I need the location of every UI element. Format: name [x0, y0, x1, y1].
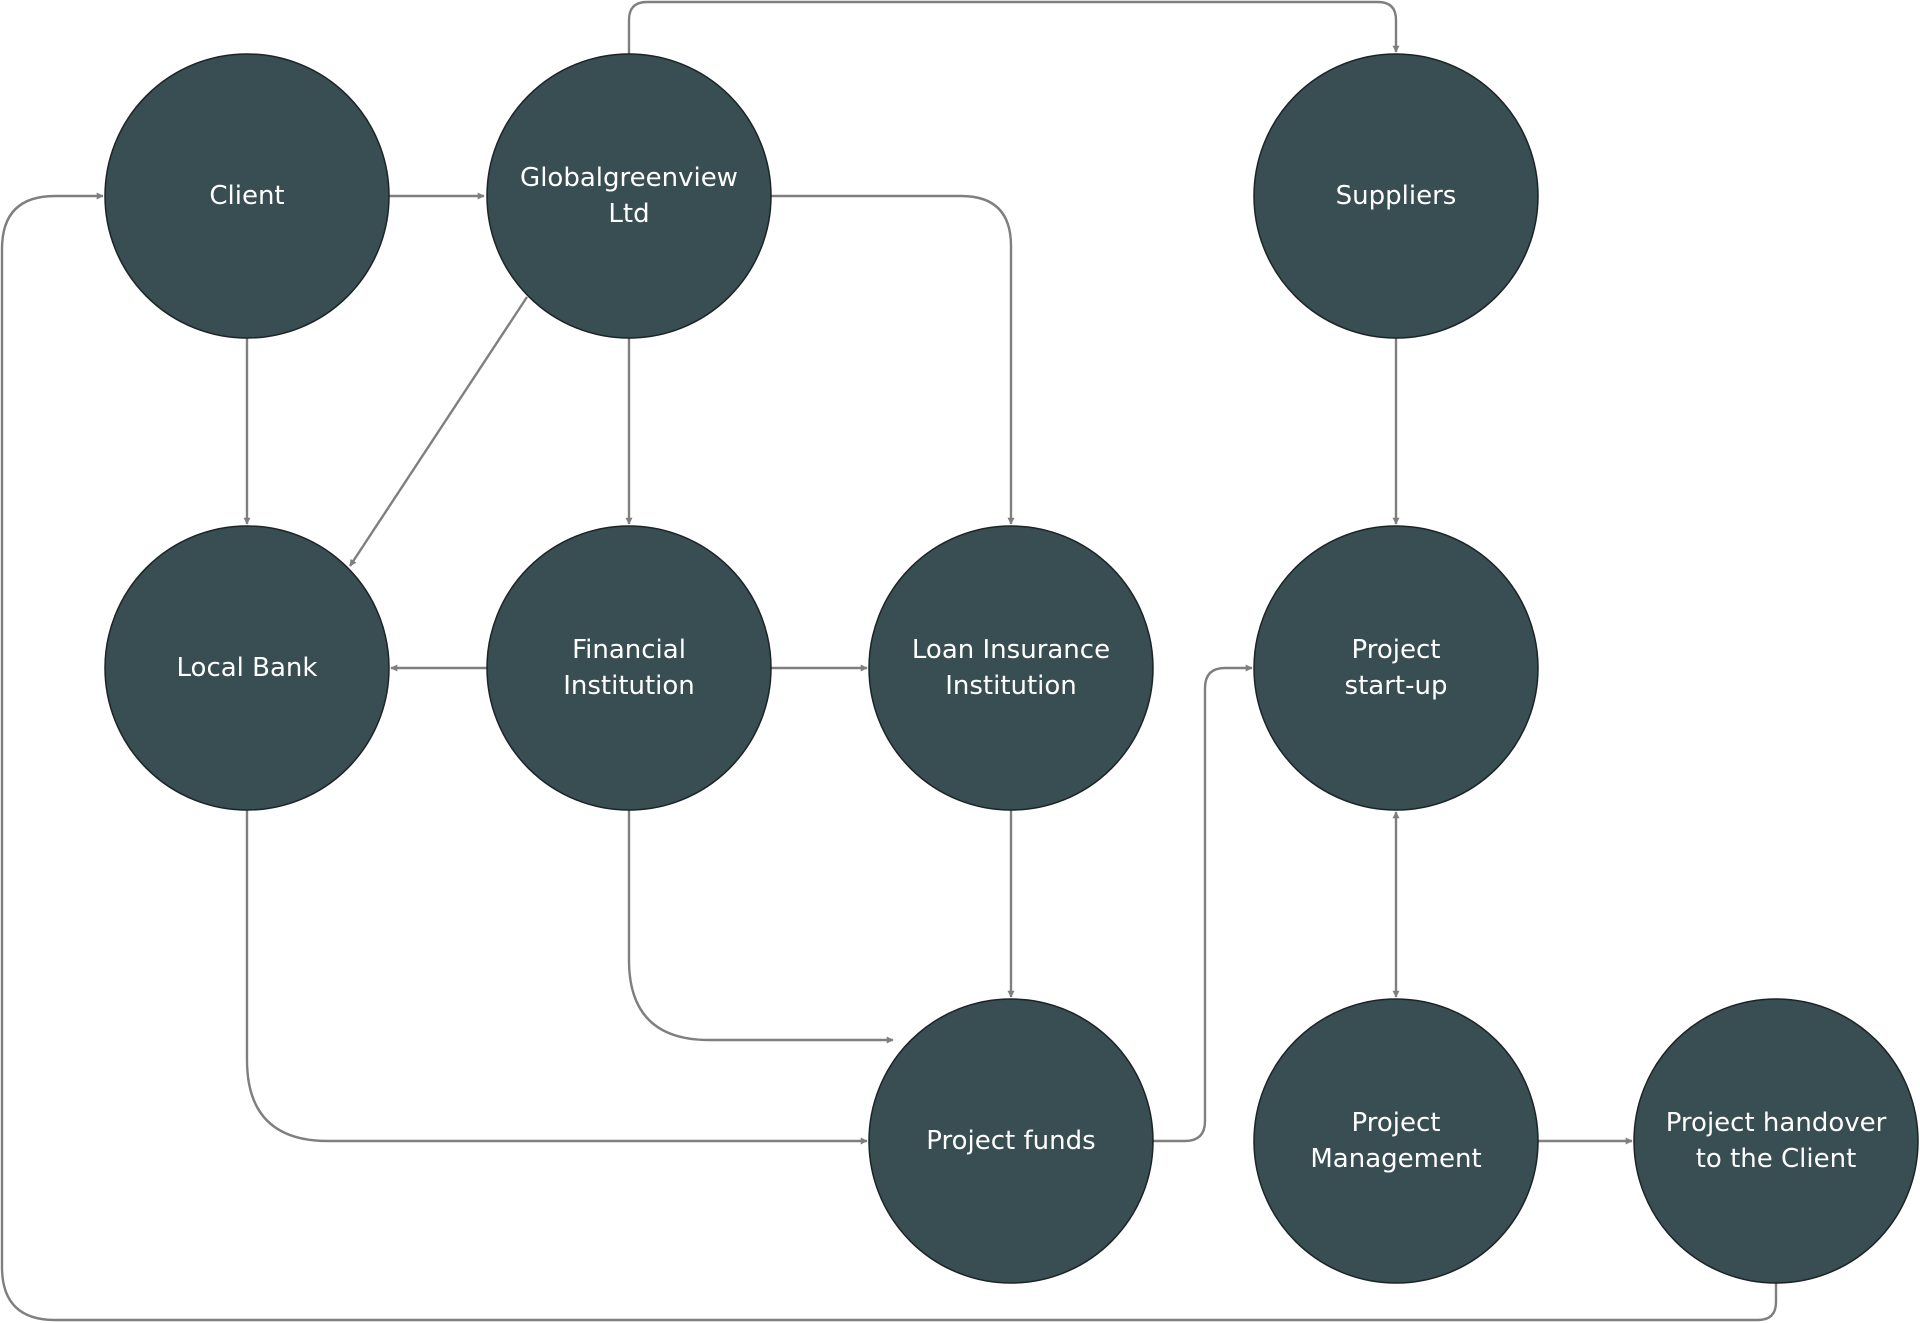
edge-globalgreenview-to-suppliers — [627, 0, 1400, 54]
node-label-financial-institution: Financial — [572, 635, 686, 665]
edge-project-funds-to-project-startup — [1153, 664, 1253, 1143]
node-circle-suppliers — [1253, 53, 1539, 339]
node-circle-project-funds — [868, 998, 1154, 1284]
node-label-project-management: Project — [1352, 1108, 1441, 1138]
node-label-project-startup: start-up — [1345, 671, 1448, 701]
edges-layer — [0, 0, 1778, 1322]
node-label-loan-insurance: Institution — [945, 671, 1077, 701]
node-circle-client — [104, 53, 390, 339]
node-label-globalgreenview: Globalgreenview — [520, 163, 738, 193]
node-client: Client — [104, 53, 390, 339]
node-project-handover: Project handover to the Client — [1633, 998, 1919, 1284]
node-project-funds: Project funds — [868, 998, 1154, 1284]
node-suppliers: Suppliers — [1253, 53, 1539, 339]
node-label-project-handover: to the Client — [1696, 1144, 1857, 1174]
node-label-project-management: Management — [1310, 1144, 1481, 1174]
node-label-client: Client — [209, 181, 284, 211]
node-label-project-startup: Project — [1352, 635, 1441, 665]
node-label-loan-insurance: Loan Insurance — [912, 635, 1110, 665]
node-circle-loan-insurance — [868, 525, 1154, 811]
node-label-suppliers: Suppliers — [1336, 181, 1457, 211]
node-label-financial-institution: Institution — [563, 671, 695, 701]
edge-project-handover-to-client — [0, 192, 1778, 1322]
node-circle-project-management — [1253, 998, 1539, 1284]
node-label-local-bank: Local Bank — [177, 653, 318, 683]
edge-local-bank-to-project-funds — [245, 810, 868, 1145]
node-local-bank: Local Bank — [104, 525, 390, 811]
node-circle-project-handover — [1633, 998, 1919, 1284]
node-label-project-handover: Project handover — [1666, 1108, 1887, 1138]
node-circle-project-startup — [1253, 525, 1539, 811]
node-circle-globalgreenview — [486, 53, 772, 339]
edge-globalgreenview-to-local-bank — [348, 296, 529, 567]
node-label-globalgreenview: Ltd — [608, 199, 649, 229]
edge-globalgreenview-to-loan-insurance — [771, 194, 1015, 525]
node-circle-financial-institution — [486, 525, 772, 811]
node-label-project-funds: Project funds — [926, 1126, 1095, 1156]
node-project-startup: Project start-up — [1253, 525, 1539, 811]
edge-financial-institution-to-project-funds — [627, 810, 894, 1044]
node-circle-local-bank — [104, 525, 390, 811]
